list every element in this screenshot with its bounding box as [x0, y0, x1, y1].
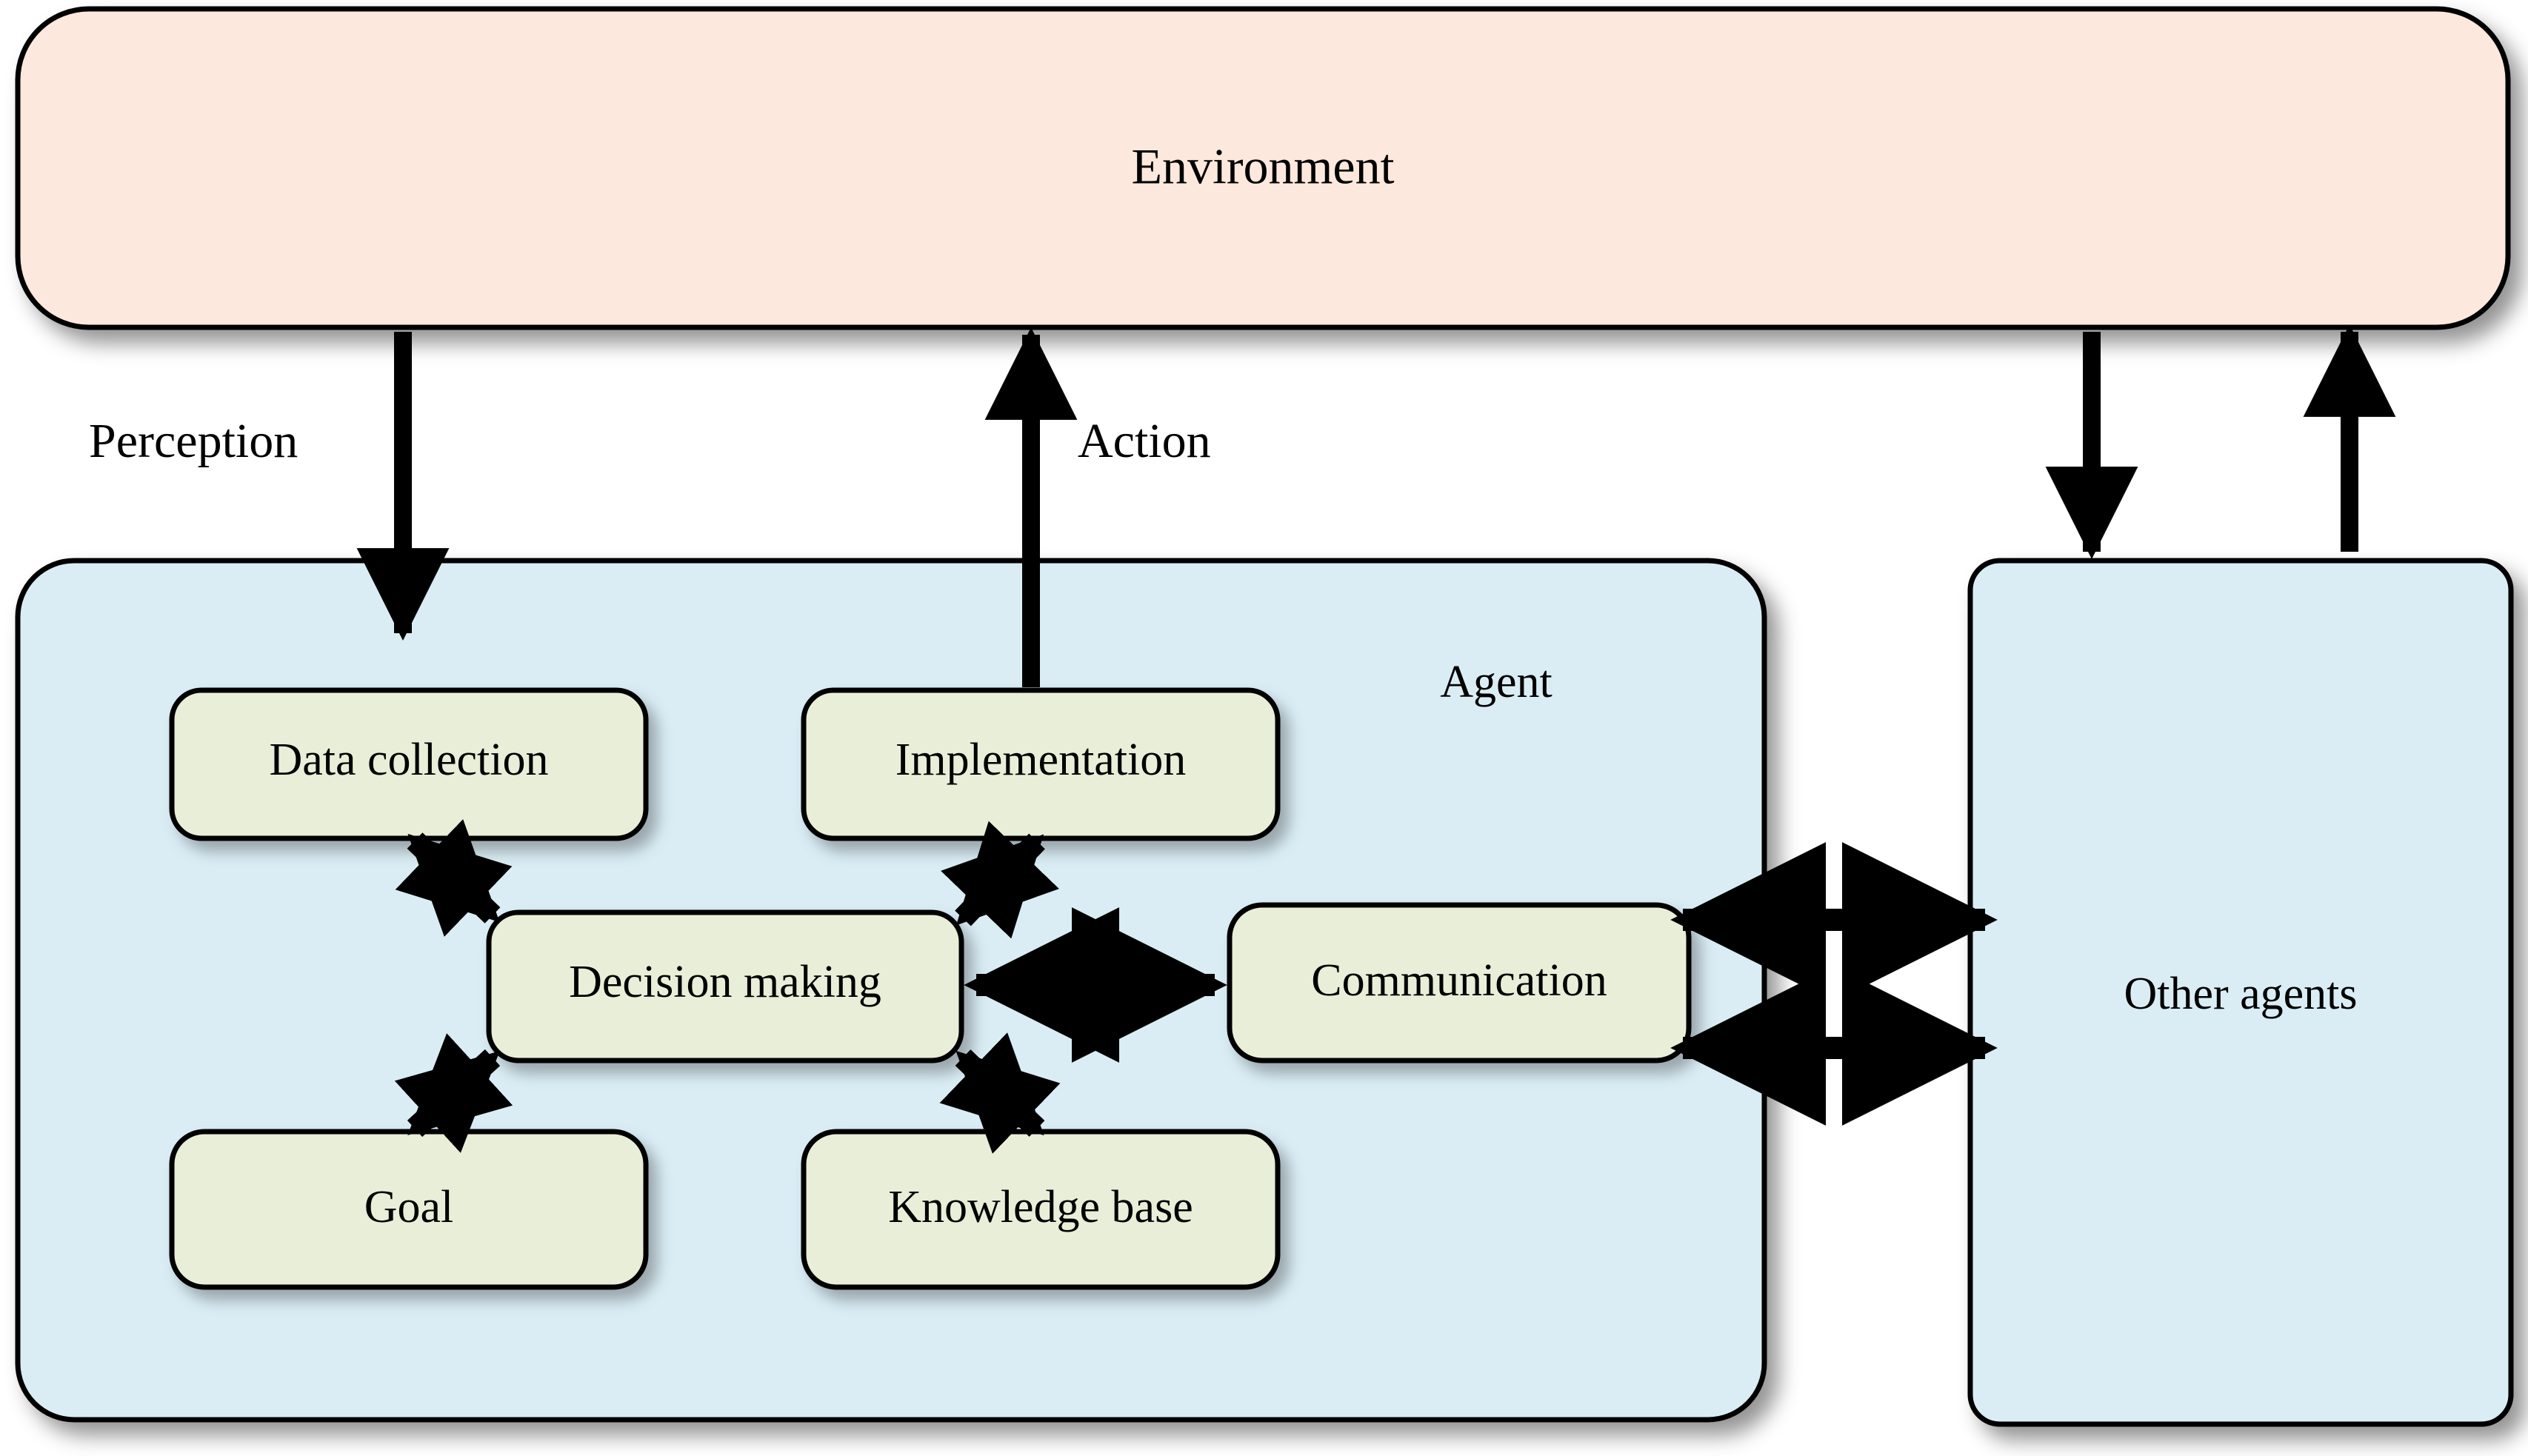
goal-label: Goal	[364, 1182, 454, 1232]
goal-to-decision-arrow	[394, 1033, 513, 1153]
node-decision-making[interactable]: Decision making	[486, 909, 964, 1063]
other-agents-box[interactable]: Other agents	[1967, 558, 2514, 1427]
node-knowledge-base[interactable]: Knowledge base	[801, 1129, 1281, 1290]
decision-making-shape	[486, 909, 964, 1063]
action-label: Action	[1078, 414, 1211, 468]
decision-to-implementation-arrow	[941, 821, 1059, 939]
environment-label: Environment	[1131, 138, 1394, 195]
knowledge-base-to-decision-arrow	[939, 1032, 1061, 1154]
node-data-collection[interactable]: Data collection	[169, 687, 649, 841]
knowledge-base-label: Knowledge base	[888, 1182, 1193, 1232]
decision-making-label: Decision making	[569, 957, 881, 1007]
other-agents-label: Other agents	[2124, 969, 2357, 1019]
communication-label: Communication	[1311, 955, 1607, 1006]
environment-box[interactable]: Environment	[15, 6, 2511, 330]
data-collection-label: Data collection	[270, 735, 549, 785]
data-collection-to-decision-arrow	[395, 819, 513, 937]
implementation-label: Implementation	[896, 735, 1187, 785]
agent-label: Agent	[1440, 657, 1553, 707]
node-goal[interactable]: Goal	[169, 1129, 649, 1290]
node-implementation[interactable]: Implementation	[801, 687, 1281, 841]
perception-label: Perception	[89, 414, 298, 468]
environment-shape	[15, 6, 2511, 330]
node-communication[interactable]: Communication	[1227, 902, 1692, 1063]
